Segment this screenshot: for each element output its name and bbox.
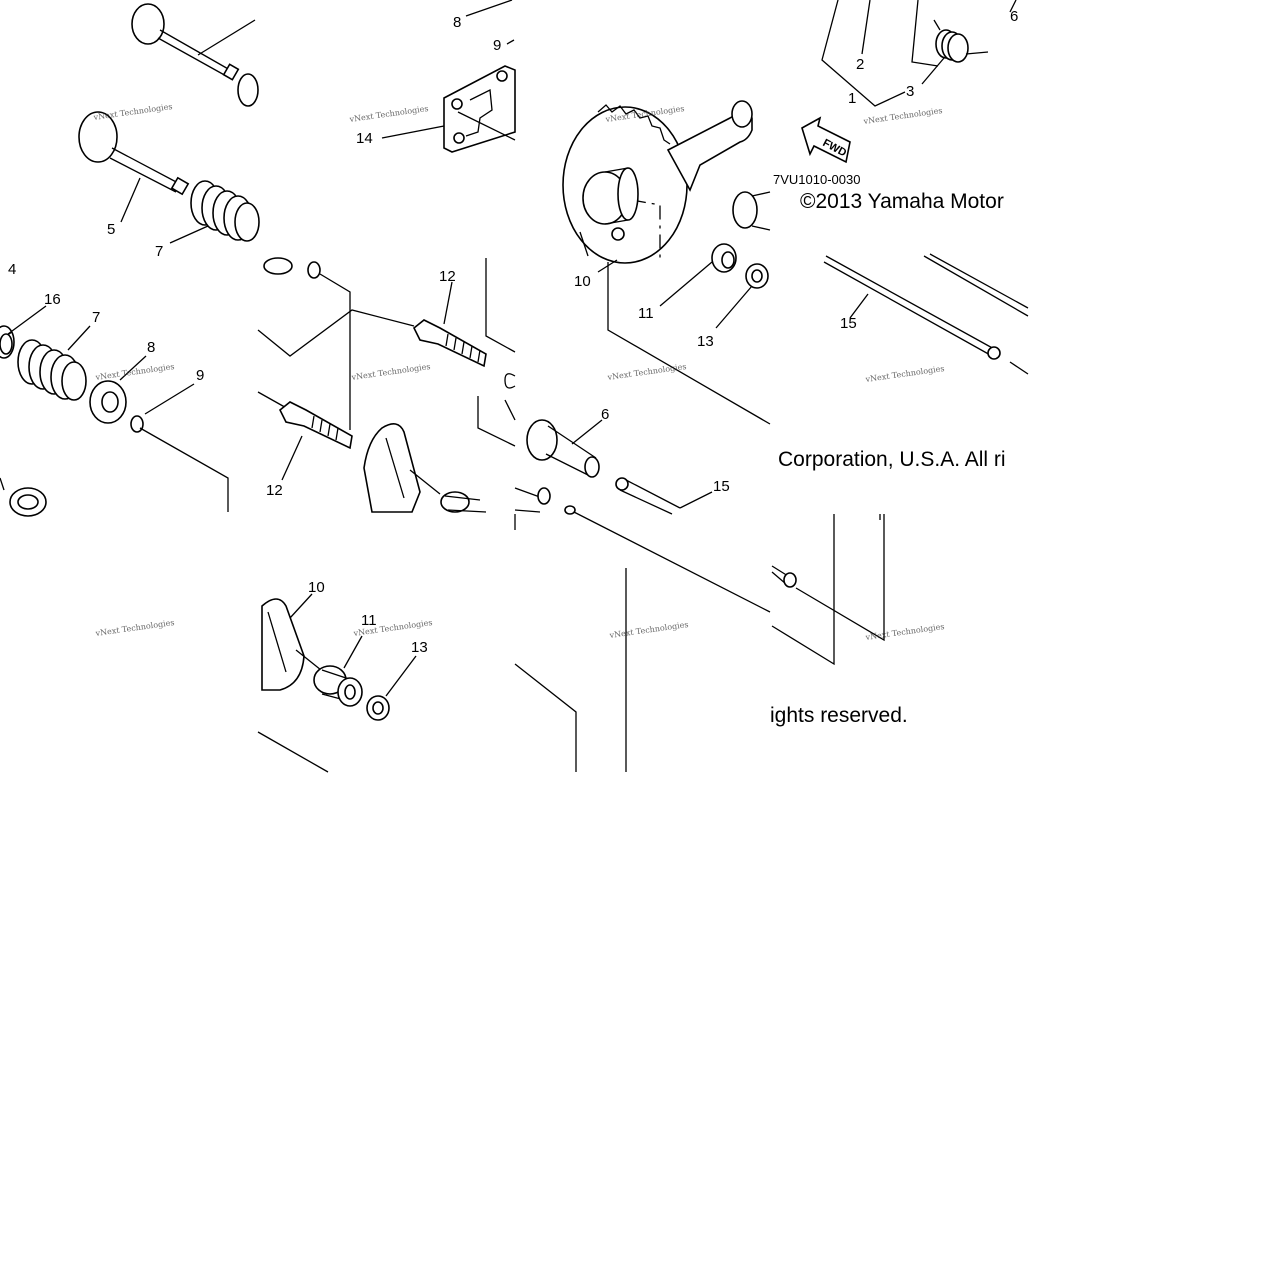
valve-upper — [131, 3, 240, 81]
valve-spring-7 — [190, 180, 260, 242]
tappet-lower — [514, 487, 551, 513]
collar-11-top — [711, 243, 737, 273]
gasket-plate-14 — [443, 65, 516, 153]
valve-seat-partial — [0, 477, 47, 517]
callout-8: 8 — [147, 339, 155, 356]
valve-spring-upper-partial — [237, 73, 259, 107]
rocker-stud-12a — [412, 319, 487, 368]
watermark: vNext Technologies — [92, 102, 173, 122]
rocker-arm-10b — [261, 598, 305, 691]
watermark: vNext Technologies — [350, 362, 431, 382]
callout-2: 2 — [856, 56, 864, 73]
callout-11: 11 — [361, 612, 377, 629]
callout-7: 7 — [155, 243, 163, 260]
callout-13: 13 — [697, 333, 714, 350]
fwd-arrow — [801, 116, 851, 164]
watermark: vNext Technologies — [864, 364, 945, 384]
valve-spring-7b — [17, 339, 87, 401]
callout-11: 11 — [638, 305, 654, 322]
watermark: vNext Technologies — [862, 106, 943, 126]
watermark: vNext Technologies — [94, 618, 175, 638]
pushrod-15a — [615, 477, 681, 515]
callout-9: 9 — [493, 37, 501, 54]
ring-partial — [263, 257, 321, 279]
callout-1: 1 — [848, 90, 856, 107]
callout-6: 6 — [1010, 8, 1018, 25]
copyright-line-2: Corporation, U.S.A. All ri — [778, 448, 1006, 471]
copyright-line-1: ©2013 Yamaha Motor — [800, 190, 1004, 213]
callout-15: 15 — [713, 478, 730, 495]
watermark: vNext Technologies — [864, 622, 945, 642]
callout-12: 12 — [266, 482, 283, 499]
pushrod-lower — [771, 565, 797, 588]
retainer-8 — [89, 380, 127, 424]
watermark: vNext Technologies — [608, 620, 689, 640]
callout-10: 10 — [308, 579, 325, 596]
copyright-line-3: ights reserved. — [770, 704, 908, 727]
callout-12: 12 — [439, 268, 456, 285]
callout-7: 7 — [92, 309, 100, 326]
callout-5: 5 — [107, 221, 115, 238]
watermark: vNext Technologies — [348, 104, 429, 124]
callout-15: 15 — [840, 315, 857, 332]
rocker-shaft-top — [732, 191, 771, 231]
rocker-stud-12b — [278, 401, 353, 450]
callout-labels: 1 2 3 4 5 6 6 7 7 8 8 9 9 10 10 11 11 12… — [8, 8, 1018, 656]
cotter-9 — [130, 415, 144, 433]
collar-11a — [440, 491, 487, 513]
camshaft-gear — [562, 100, 753, 264]
rocker-arm-10a — [363, 423, 421, 513]
collar-11b — [313, 665, 363, 707]
callout-4: 4 — [8, 261, 16, 278]
callout-8: 8 — [453, 14, 461, 31]
valve-spring-seat-16 — [0, 333, 13, 355]
callout-13: 13 — [411, 639, 428, 656]
nut-13-top — [745, 263, 769, 289]
nut-13b — [366, 695, 390, 721]
pushrod-tip-partial — [564, 505, 576, 515]
callout-14: 14 — [356, 130, 373, 147]
pushrod-15b — [823, 255, 1001, 360]
watermark: vNext Technologies — [606, 362, 687, 382]
watermark: vNext Technologies — [94, 362, 175, 382]
callout-3: 3 — [906, 83, 914, 100]
callout-16: 16 — [44, 291, 61, 308]
drawing-code: 7VU1010-0030 — [773, 172, 860, 187]
callout-6: 6 — [601, 406, 609, 423]
callout-10: 10 — [574, 273, 591, 290]
torsion-spring-3 — [933, 19, 989, 63]
tappet-6 — [526, 419, 600, 478]
callout-9: 9 — [196, 367, 204, 384]
valve-5 — [78, 111, 190, 196]
